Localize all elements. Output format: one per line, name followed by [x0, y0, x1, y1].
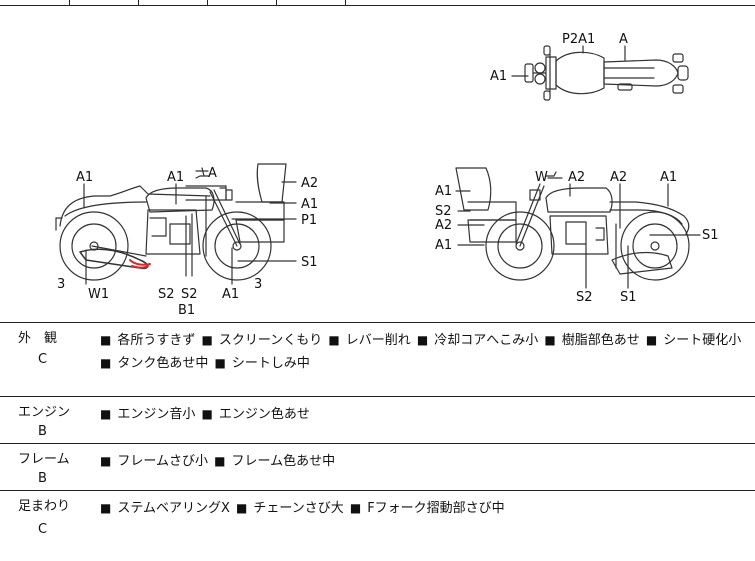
right-view-label: A2 [435, 218, 452, 233]
section-grade: C [38, 352, 48, 367]
note-item: タンク色あせ中 [98, 356, 208, 371]
section-label: 足まわり [18, 499, 71, 514]
note-item: チェーンさび大 [234, 501, 344, 516]
section-label: 外 観 [18, 331, 58, 346]
left-view-label: 3 [57, 277, 65, 292]
note-item: 各所うすきず [98, 333, 195, 348]
note-item: ステムベアリングX [98, 501, 230, 516]
right-view-label: A1 [435, 238, 452, 253]
left-view-label: P1 [301, 213, 317, 228]
note-item: エンジン色あせ [200, 407, 310, 422]
left-view-label: 3 [254, 277, 262, 292]
section-notes: フレームさび小 フレーム色あせ中 [98, 450, 751, 473]
section-notes: エンジン音小 エンジン色あせ [98, 403, 751, 426]
note-item: フレームさび小 [98, 454, 208, 469]
note-item: 冷却コアへこみ小 [415, 333, 538, 348]
motorcycle-diagram-svg: P2A1 A A1 A1 A1 A A2 A1 P1 S1 3 W1 S2 S2… [55, 32, 719, 318]
motorcycle-right-view [455, 167, 701, 289]
section-exterior: 外 観 C 各所うすきず スクリーンくもり レバー削れ 冷却コアへこみ小 樹脂部… [0, 323, 755, 397]
note-item: Fフォーク摺動部さび中 [348, 501, 505, 516]
note-item: レバー削れ [326, 333, 410, 348]
right-view-label: S2 [435, 204, 452, 219]
header-strip [0, 0, 755, 6]
left-view-label: A1 [76, 170, 93, 185]
section-engine: エンジン B エンジン音小 エンジン色あせ [0, 397, 755, 444]
motorcycle-top-view [511, 45, 689, 101]
motorcycle-left-view [55, 163, 297, 285]
section-grade: B [38, 424, 47, 439]
left-view-label: A1 [167, 170, 184, 185]
section-notes: 各所うすきず スクリーンくもり レバー削れ 冷却コアへこみ小 樹脂部色あせ シー… [98, 329, 751, 375]
right-view-label: S2 [576, 290, 593, 305]
right-view-label: A2 [610, 170, 627, 185]
left-view-label: S2 [158, 287, 175, 302]
top-view-label-a: A [619, 32, 628, 47]
right-view-label: S1 [620, 290, 637, 305]
note-item: エンジン音小 [98, 407, 195, 422]
left-view-label: A2 [301, 176, 318, 191]
section-notes: ステムベアリングX チェーンさび大 Fフォーク摺動部さび中 [98, 497, 751, 520]
note-item: 樹脂部色あせ [542, 333, 639, 348]
left-view-label: A1 [301, 197, 318, 212]
right-view-label: A2 [568, 170, 585, 185]
note-item: シート硬化小 [644, 333, 741, 348]
section-grade: C [38, 522, 48, 537]
motorcycle-damage-diagram: P2A1 A A1 A1 A1 A A2 A1 P1 S1 3 W1 S2 S2… [0, 6, 755, 323]
section-frame: フレーム B フレームさび小 フレーム色あせ中 [0, 444, 755, 491]
right-view-label: A1 [660, 170, 677, 185]
left-view-label: S2 [181, 287, 198, 302]
section-label: フレーム [18, 452, 70, 467]
note-item: スクリーンくもり [200, 333, 323, 348]
left-view-label: W1 [88, 287, 109, 302]
right-view-label: S1 [702, 228, 719, 243]
top-view-label-a1: A1 [490, 69, 507, 84]
top-view-label-p2a1: P2A1 [562, 32, 595, 47]
left-view-label: B1 [178, 303, 195, 318]
note-item: シートしみ中 [213, 356, 310, 371]
left-view-label: A [208, 166, 217, 181]
section-suspension: 足まわり C ステムベアリングX チェーンさび大 Fフォーク摺動部さび中 [0, 491, 755, 561]
section-grade: B [38, 471, 47, 486]
right-view-label: W [535, 170, 548, 185]
section-label: エンジン [18, 405, 71, 420]
left-view-label: A1 [222, 287, 239, 302]
note-item: フレーム色あせ中 [212, 454, 335, 469]
right-view-label: A1 [435, 184, 452, 199]
left-view-label: S1 [301, 255, 318, 270]
